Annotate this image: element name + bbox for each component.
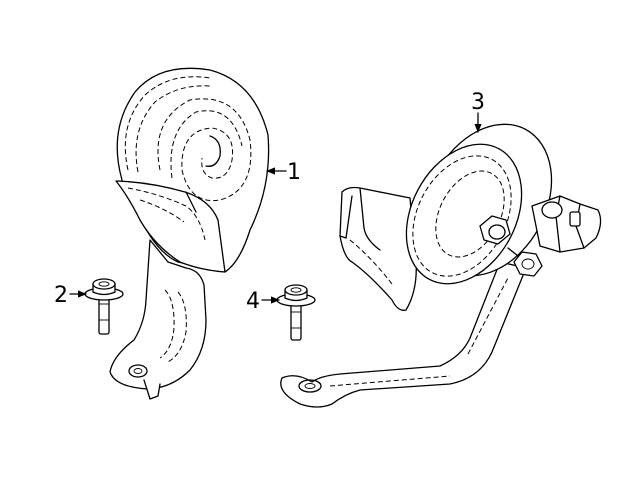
callout-1: 1 — [287, 160, 301, 185]
horn-3 — [280, 123, 602, 408]
bolt-4 — [276, 284, 316, 341]
horn-1 — [109, 67, 270, 400]
callout-2: 2 — [54, 283, 68, 308]
callout-3: 3 — [471, 90, 485, 115]
callout-4: 4 — [246, 289, 260, 314]
bolt-2 — [84, 278, 124, 335]
